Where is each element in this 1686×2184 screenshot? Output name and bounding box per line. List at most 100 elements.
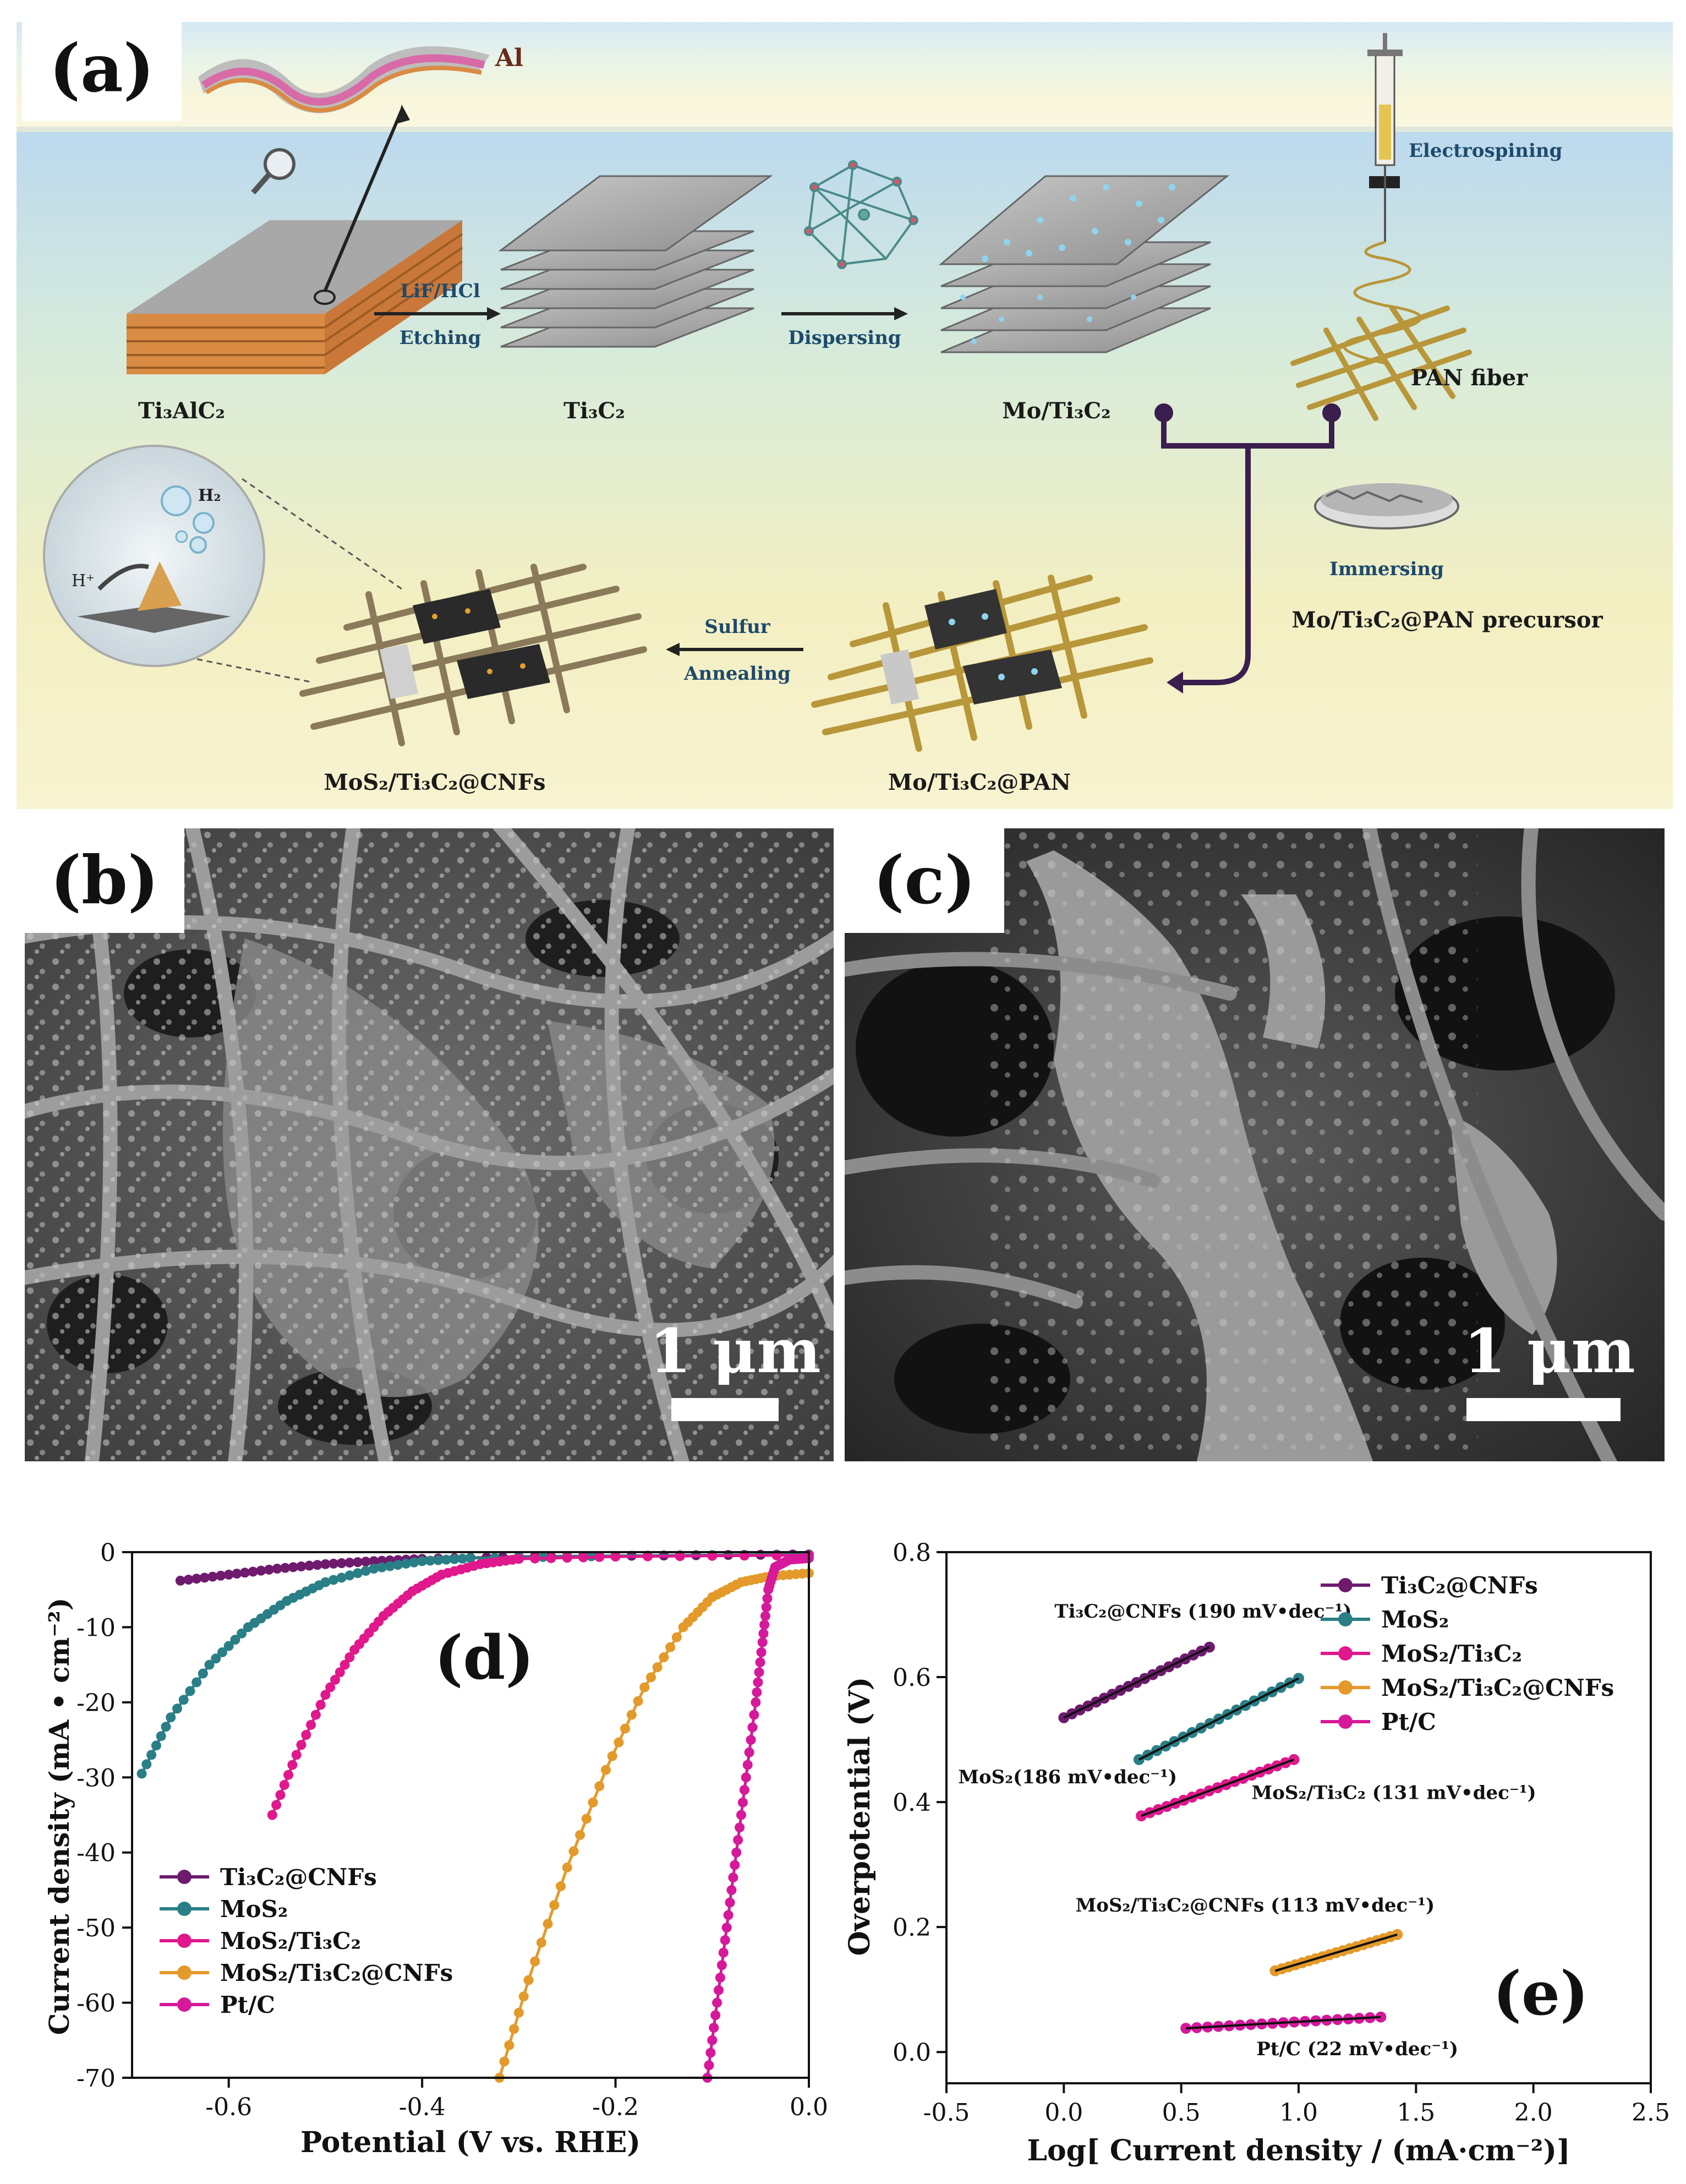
- chart-d-legend-label: MoS₂/Ti₃C₂@CNFs: [220, 1959, 453, 1986]
- chart-d-point: [287, 1760, 298, 1770]
- chart-d-point: [513, 2007, 524, 2018]
- chart-d-point: [175, 1575, 185, 1586]
- chart-d-point: [675, 1551, 685, 1561]
- chart-d-point: [267, 1810, 277, 1820]
- chart-e-frame: [945, 1551, 1652, 2084]
- label-mo-ti3c2-pan: Mo/Ti₃C₂@PAN: [888, 769, 1071, 795]
- chart-e-annotation: MoS₂/Ti₃C₂@CNFs (113 mV•dec⁻¹): [1076, 1894, 1435, 1917]
- chart-d-point: [344, 1558, 355, 1568]
- chart-e-point: [1180, 2023, 1192, 2034]
- chart-d-point: [296, 1740, 306, 1750]
- scale-text-c: 1 μm: [1464, 1315, 1635, 1386]
- chart-d-point: [425, 1555, 435, 1566]
- chart-d-ytick-label: -70: [76, 2065, 116, 2093]
- chart-d-point: [753, 1677, 763, 1688]
- chart-d-point: [369, 1556, 379, 1566]
- chart-d-ylabel: Current density (mA • cm⁻²): [43, 1598, 75, 2035]
- chart-d-ytick-label: -40: [76, 1839, 116, 1868]
- chart-d-point: [639, 1682, 650, 1692]
- chart-e-legend-marker: [1338, 1680, 1353, 1695]
- chart-d-ytick-label: -10: [76, 1614, 116, 1642]
- chart-d-point: [344, 1570, 355, 1581]
- chart-d-point: [223, 1641, 234, 1651]
- chart-d-point: [504, 2040, 514, 2050]
- scale-bar-b: [671, 1398, 779, 1421]
- chart-d-point: [151, 1740, 161, 1751]
- connector: [1154, 403, 1341, 685]
- chart-d-point: [172, 1703, 182, 1714]
- chart-d-point: [401, 1558, 411, 1569]
- step4-label: Immersing: [1329, 558, 1444, 580]
- chart-d-legend-marker: [177, 1997, 191, 2012]
- chart-d-point: [223, 1569, 234, 1580]
- chart-d-point: [731, 1847, 742, 1858]
- chart-d-point: [315, 1700, 326, 1710]
- chart-d-ytick-label: -60: [76, 1990, 116, 2018]
- chart-d-point: [601, 1765, 611, 1775]
- panel-label-d: (d): [434, 1622, 534, 1693]
- chart-d-point: [178, 1695, 189, 1705]
- chart-e-legend-marker: [1338, 1578, 1353, 1592]
- chart-d-point: [736, 1810, 746, 1820]
- chart-d-point: [607, 1751, 617, 1761]
- chart-d-point: [723, 1910, 733, 1920]
- chart-e-annotation: MoS₂/Ti₃C₂ (131 mV•dec⁻¹): [1252, 1782, 1536, 1804]
- step5-top: Sulfur: [704, 616, 771, 638]
- chart-d-point: [136, 1768, 147, 1779]
- chart-e-ytick-label: 0.8: [893, 1539, 931, 1567]
- chart-e-ytick-label: 0.0: [893, 2039, 931, 2067]
- chart-d-point: [726, 1885, 737, 1895]
- chart-d-point: [185, 1686, 195, 1696]
- chart-d-point: [275, 1790, 286, 1800]
- chart-d-point: [730, 1860, 740, 1870]
- chart-d-point: [714, 1985, 724, 1995]
- chart-d-point: [742, 1760, 753, 1770]
- chart-d-ytick-label: 0: [100, 1539, 116, 1567]
- chart-e-fit-mos-ti-c-cnfs: [1274, 1933, 1398, 1972]
- chart-e-legend-label: MoS₂/Ti₃C₂@CNFs: [1381, 1674, 1614, 1701]
- chart-e-point: [1293, 1673, 1304, 1684]
- step1-top: LiF/HCl: [400, 280, 480, 302]
- label-mos2-ti3c2-cnfs: MoS₂/Ti₃C₂@CNFs: [324, 769, 545, 795]
- chart-d-point: [360, 1566, 371, 1576]
- chart-d-point: [271, 1800, 282, 1810]
- chart-d-point: [385, 1561, 395, 1571]
- chart-d-point: [620, 1723, 631, 1734]
- chart-d-point: [749, 1710, 759, 1720]
- chart-d-point: [581, 1814, 592, 1824]
- chart-d-point: [513, 1554, 524, 1564]
- chart-d-point: [754, 1667, 764, 1678]
- chart-d-point: [716, 1960, 727, 1970]
- label-pan-fiber: PAN fiber: [1411, 365, 1528, 391]
- chart-d-ytick-label: -30: [76, 1764, 116, 1792]
- chart-d-point: [198, 1668, 208, 1679]
- chart-d-point: [756, 1647, 767, 1657]
- chart-d-series-pt-c: [706, 1557, 809, 2078]
- chart-d-xtick-label: -0.4: [399, 2093, 446, 2121]
- magnifier-icon: [251, 148, 295, 195]
- chart-e-ytick-label: 0.6: [893, 1664, 931, 1692]
- chart-d-point: [523, 1975, 534, 1985]
- chart-d-point: [562, 1863, 572, 1872]
- chart-d-point: [291, 1750, 302, 1760]
- chart-e-point: [1288, 1754, 1300, 1765]
- chart-d-point: [499, 2056, 510, 2067]
- chart-d-point: [530, 1956, 540, 1967]
- chart-e-xtick-label: 2.0: [1514, 2099, 1553, 2127]
- mos2-ti3c2-cnfs-mesh: [299, 564, 647, 746]
- chart-d-point: [320, 1559, 331, 1569]
- chart-d-point: [336, 1558, 347, 1569]
- chart-e-fit-mos: [1138, 1677, 1299, 1761]
- chart-d-point: [183, 1575, 194, 1585]
- chart-d-point: [751, 1697, 761, 1707]
- chart-d-point: [509, 2024, 519, 2034]
- chart-d-point: [715, 1973, 725, 1983]
- chart-d-point: [556, 1881, 566, 1892]
- chart-d-point: [417, 1556, 428, 1566]
- chart-d-point: [360, 1557, 371, 1567]
- chart-e-xtick-label: 1.0: [1279, 2099, 1318, 2127]
- label-ti3alc2: Ti₃AlC₂: [138, 398, 225, 424]
- step5-bottom: Annealing: [683, 663, 791, 685]
- chart-d-point: [752, 1687, 762, 1697]
